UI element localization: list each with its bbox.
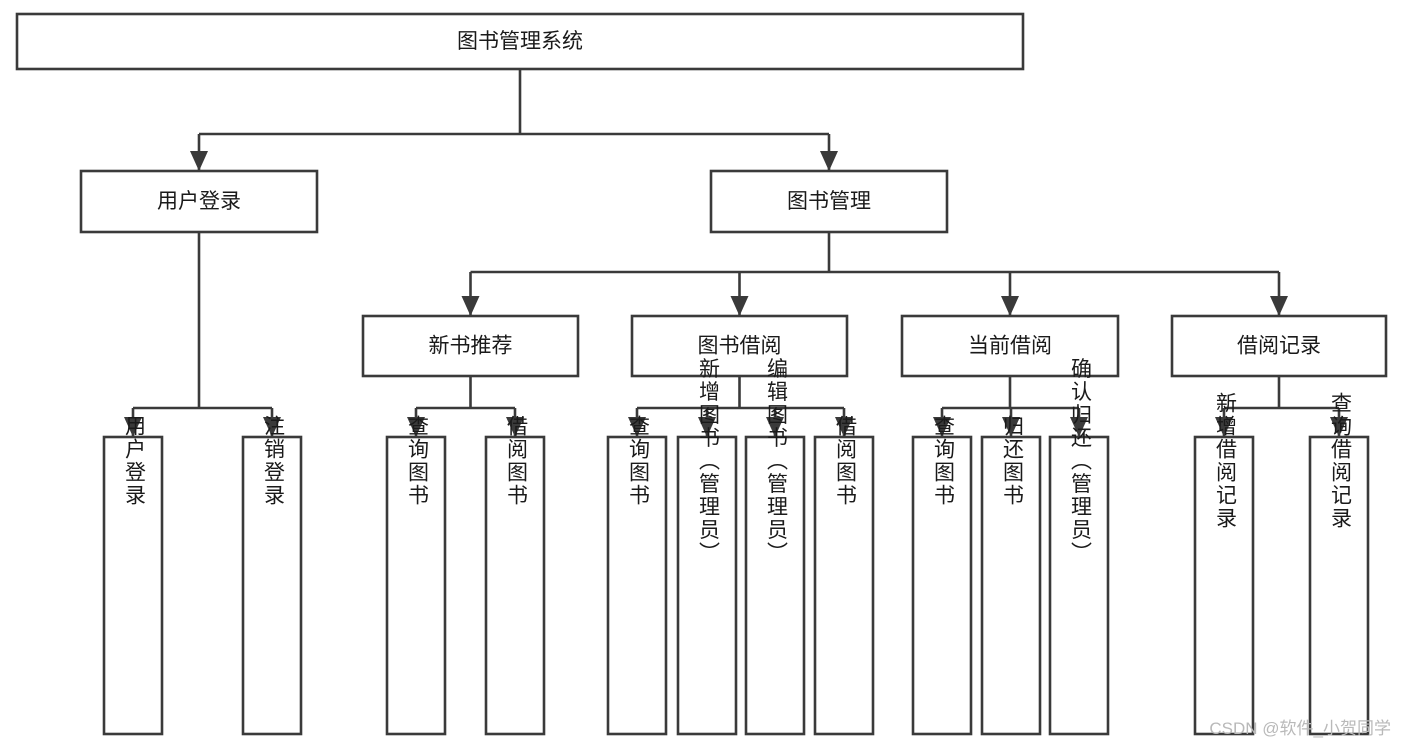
node-label-root: 图书管理系统	[457, 30, 583, 53]
node-label-leaf-add-borrow-record: 新增借阅记录	[1214, 392, 1238, 530]
arrow-head-icon	[1070, 417, 1088, 437]
watermark-label: CSDN @软件_小贺同学	[1209, 719, 1391, 738]
node-leaf-user-login[interactable]: 用户登录	[102, 415, 164, 736]
node-label-leaf-user-login: 用户登录	[123, 415, 147, 507]
node-box-leaf-edit-book-admin	[744, 435, 806, 736]
arrow-head-icon	[835, 417, 853, 437]
node-box-new-book-recommend	[361, 314, 580, 378]
arrow-head-icon	[1330, 417, 1348, 437]
node-box-user-login	[79, 169, 319, 234]
node-leaf-query-book-recommend[interactable]: 查询图书	[385, 415, 447, 736]
node-label-leaf-query-book-current: 查询图书	[932, 415, 956, 507]
arrow-head-icon	[628, 417, 646, 437]
node-leaf-add-book-admin[interactable]: 新增图书（管理员）	[676, 358, 738, 736]
node-user-login[interactable]: 用户登录	[79, 169, 319, 234]
arrow-head-icon	[1002, 417, 1020, 437]
arrow-head-icon	[506, 417, 524, 437]
node-box-leaf-confirm-return-admin	[1048, 435, 1110, 736]
node-box-leaf-query-borrow-record	[1308, 435, 1370, 736]
node-leaf-logout-login[interactable]: 注销登录	[241, 415, 303, 736]
node-box-borrow-record	[1170, 314, 1388, 378]
node-box-root	[15, 12, 1025, 71]
node-label-book-management: 图书管理	[787, 190, 871, 213]
node-label-leaf-borrow-book: 借阅图书	[834, 415, 858, 507]
connector-layer	[124, 69, 1348, 437]
node-box-book-management	[709, 169, 949, 234]
node-current-borrow[interactable]: 当前借阅	[900, 314, 1120, 378]
node-leaf-return-book[interactable]: 归还图书	[980, 415, 1042, 736]
node-box-leaf-add-book-admin	[676, 435, 738, 736]
node-box-book-borrow	[630, 314, 849, 378]
node-root[interactable]: 图书管理系统	[15, 12, 1025, 71]
arrow-head-icon	[1215, 417, 1233, 437]
node-book-management[interactable]: 图书管理	[709, 169, 949, 234]
node-label-leaf-edit-book-admin: 编辑图书（管理员）	[765, 358, 789, 565]
arrow-head-icon	[698, 417, 716, 437]
node-box-leaf-add-borrow-record	[1193, 435, 1255, 736]
node-label-leaf-logout-login: 注销登录	[262, 415, 286, 507]
node-label-book-borrow: 图书借阅	[698, 335, 782, 358]
node-new-book-recommend[interactable]: 新书推荐	[361, 314, 580, 378]
node-box-leaf-user-login	[102, 435, 164, 736]
node-box-leaf-logout-login	[241, 435, 303, 736]
node-label-leaf-return-book: 归还图书	[1001, 415, 1025, 507]
arrow-head-icon	[766, 417, 784, 437]
node-leaf-edit-book-admin[interactable]: 编辑图书（管理员）	[744, 358, 806, 736]
node-label-user-login: 用户登录	[157, 190, 241, 213]
node-leaf-borrow-book-recommend[interactable]: 借阅图书	[484, 415, 546, 736]
node-label-leaf-query-book-recommend: 查询图书	[406, 415, 430, 507]
node-borrow-record[interactable]: 借阅记录	[1170, 314, 1388, 378]
node-box-leaf-query-book-current	[911, 435, 973, 736]
node-box-leaf-query-book-recommend	[385, 435, 447, 736]
node-label-current-borrow: 当前借阅	[968, 335, 1052, 358]
node-label-leaf-confirm-return-admin: 确认归还（管理员）	[1069, 358, 1093, 565]
arrow-head-icon	[461, 296, 480, 316]
node-leaf-query-borrow-record[interactable]: 查询借阅记录	[1308, 392, 1370, 736]
node-label-borrow-record: 借阅记录	[1237, 335, 1321, 358]
node-leaf-add-borrow-record[interactable]: 新增借阅记录	[1193, 392, 1255, 736]
arrow-head-icon	[124, 417, 142, 437]
arrow-head-icon	[933, 417, 951, 437]
arrow-head-icon	[820, 151, 838, 171]
arrow-head-icon	[263, 417, 281, 437]
node-book-borrow[interactable]: 图书借阅	[630, 314, 849, 378]
node-box-leaf-return-book	[980, 435, 1042, 736]
node-leaf-query-book-current[interactable]: 查询图书	[911, 415, 973, 736]
node-box-leaf-query-book-borrow	[606, 435, 668, 736]
arrow-head-icon	[1001, 296, 1019, 316]
node-label-leaf-add-book-admin: 新增图书（管理员）	[697, 358, 721, 565]
node-layer: 图书管理系统用户登录图书管理新书推荐图书借阅当前借阅借阅记录用户登录注销登录查询…	[15, 12, 1388, 736]
node-leaf-confirm-return-admin[interactable]: 确认归还（管理员）	[1048, 358, 1110, 736]
node-leaf-query-book-borrow[interactable]: 查询图书	[606, 415, 668, 736]
arrow-head-icon	[407, 417, 425, 437]
arrow-head-icon	[730, 296, 749, 316]
arrow-head-icon	[190, 151, 208, 171]
node-label-leaf-borrow-book-recommend: 借阅图书	[505, 415, 529, 507]
node-box-leaf-borrow-book-recommend	[484, 435, 546, 736]
node-label-leaf-query-borrow-record: 查询借阅记录	[1329, 392, 1353, 530]
node-box-leaf-borrow-book	[813, 435, 875, 736]
node-leaf-borrow-book[interactable]: 借阅图书	[813, 415, 875, 736]
node-label-leaf-query-book-borrow: 查询图书	[627, 415, 651, 507]
node-box-current-borrow	[900, 314, 1120, 378]
arrow-head-icon	[1270, 296, 1288, 316]
node-label-new-book-recommend: 新书推荐	[429, 335, 513, 358]
